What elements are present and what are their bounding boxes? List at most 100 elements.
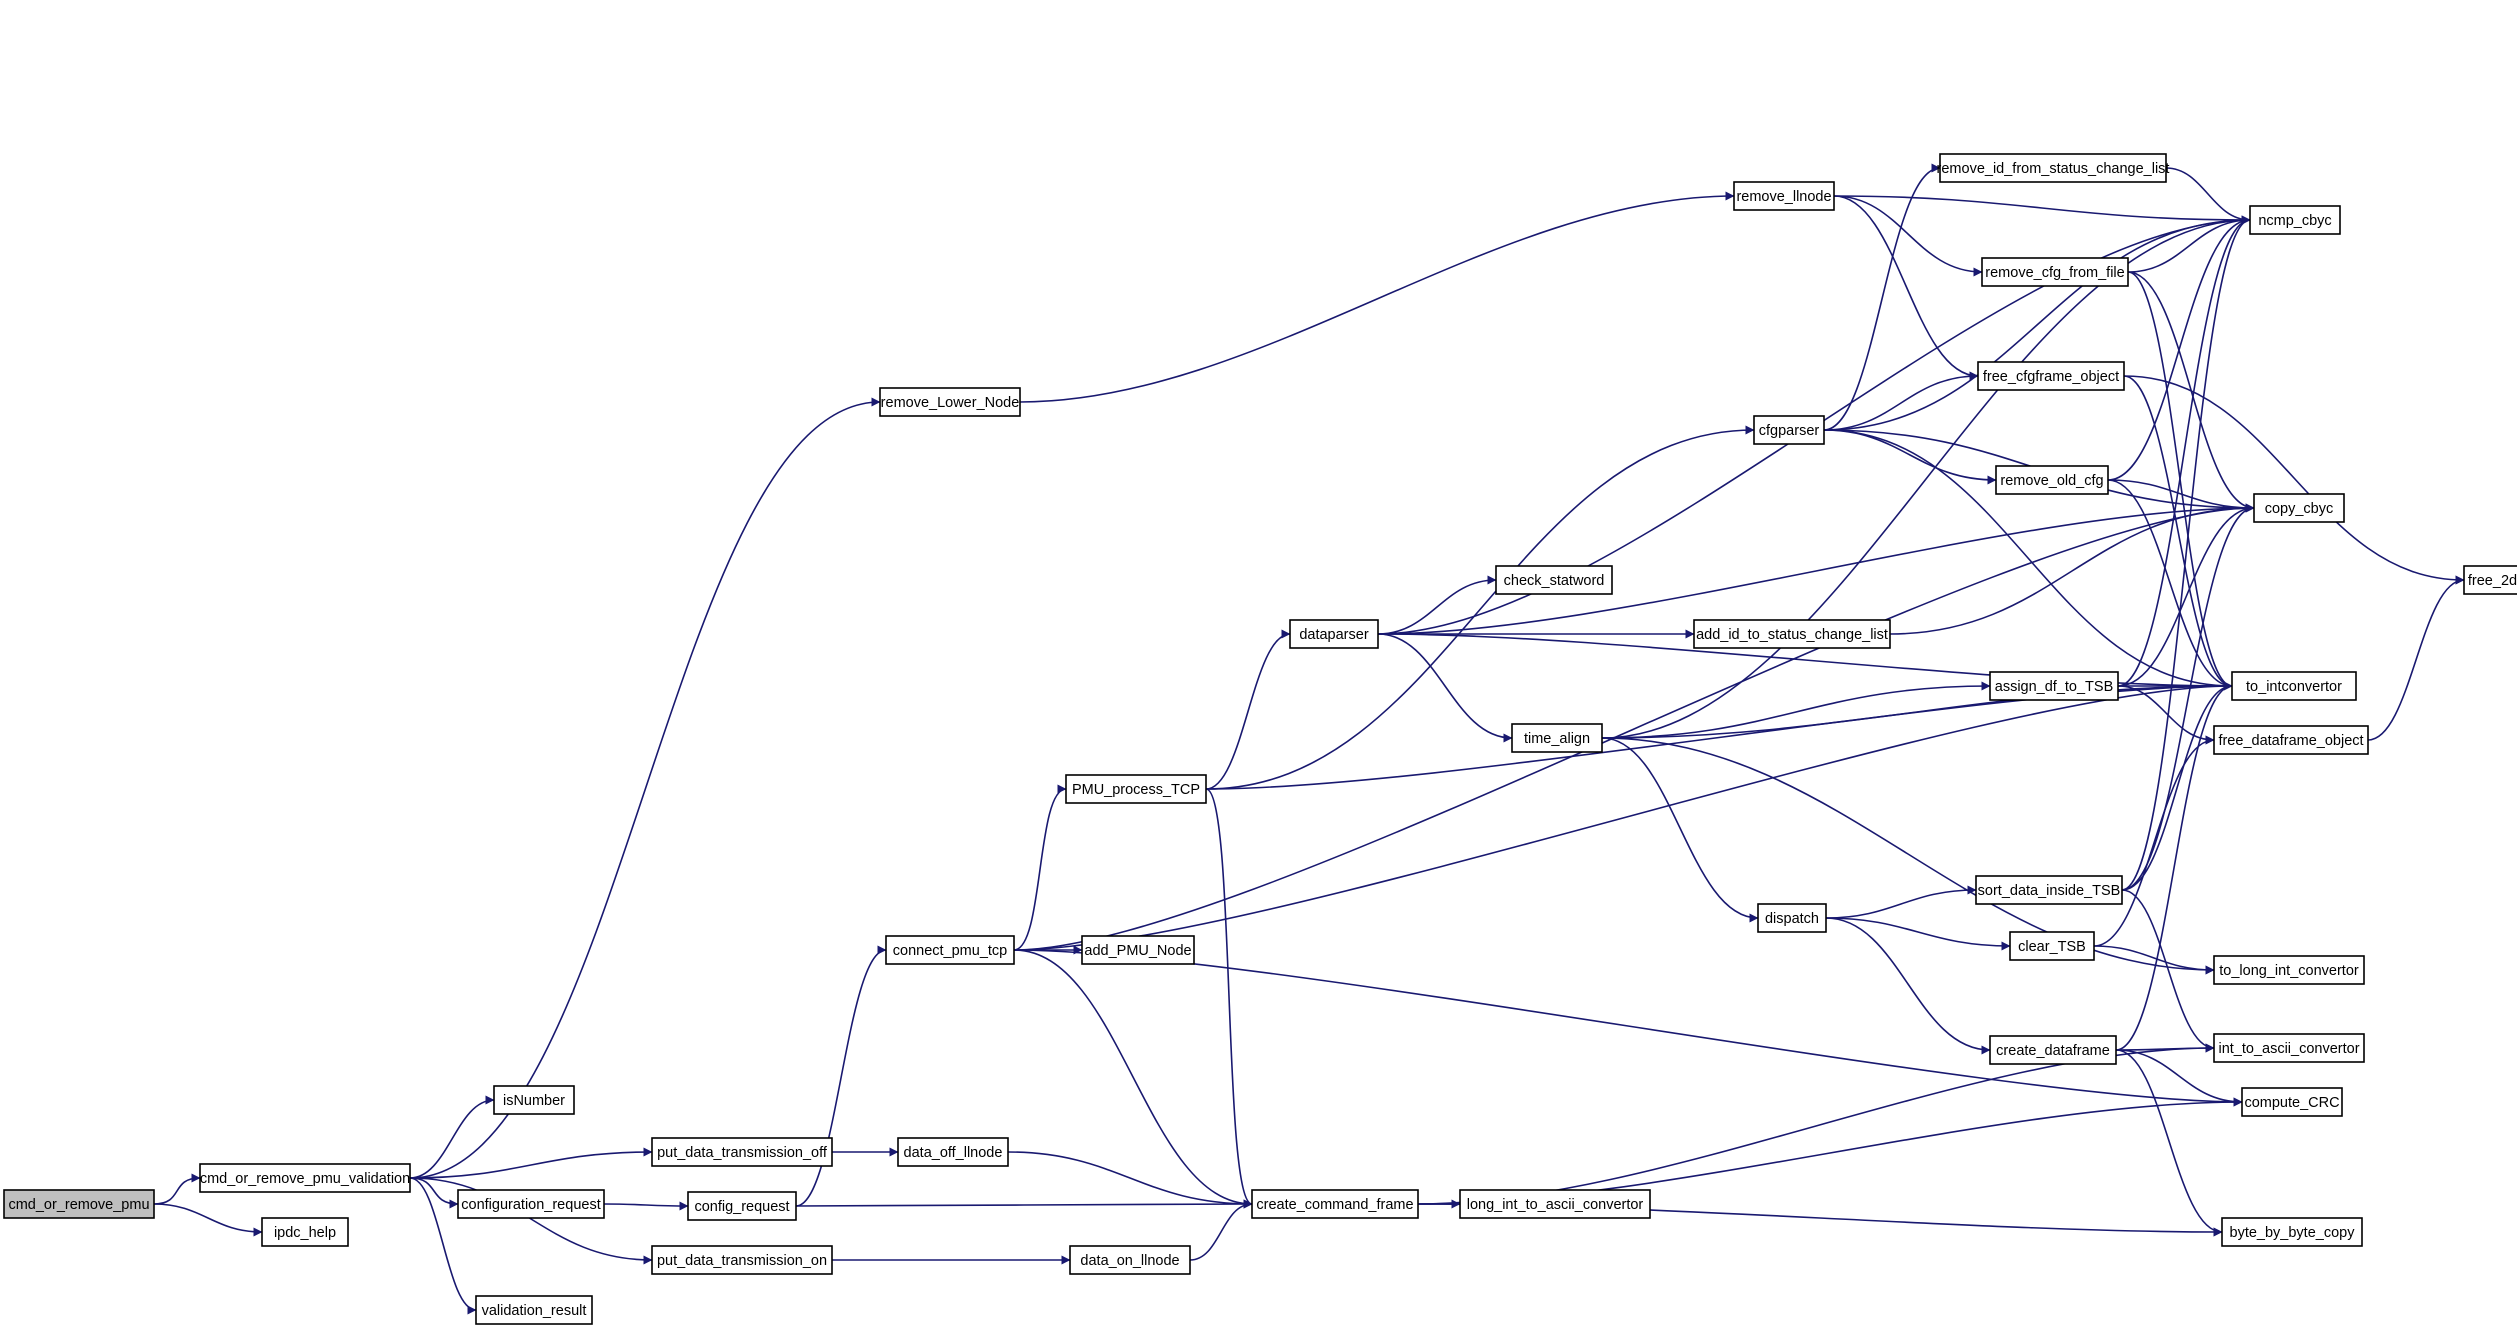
node-box-put_data_transmission_on[interactable] <box>651 1245 833 1275</box>
node-dataparser[interactable]: dataparser <box>1289 619 1379 649</box>
node-config_request[interactable]: config_request <box>687 1191 797 1221</box>
node-box-PMU_process_TCP[interactable] <box>1065 774 1207 804</box>
node-remove_llnode[interactable]: remove_llnode <box>1733 181 1835 211</box>
node-long_int_to_ascii_convertor[interactable]: long_int_to_ascii_convertor <box>1459 1189 1651 1219</box>
node-box-create_dataframe[interactable] <box>1989 1035 2117 1065</box>
node-box-add_PMU_Node[interactable] <box>1081 935 1195 965</box>
node-clear_TSB[interactable]: clear_TSB <box>2009 931 2095 961</box>
node-cmd_or_remove_pmu[interactable]: cmd_or_remove_pmu <box>3 1189 155 1219</box>
node-cmd_or_remove_pmu_validation[interactable]: cmd_or_remove_pmu_validation <box>199 1163 411 1193</box>
node-ipdc_help[interactable]: ipdc_help <box>261 1217 349 1247</box>
node-box-dataparser[interactable] <box>1289 619 1379 649</box>
node-box-remove_Lower_Node[interactable] <box>879 387 1021 417</box>
node-box-remove_id_from_status_change_list[interactable] <box>1939 153 2167 183</box>
node-box-configuration_request[interactable] <box>457 1189 605 1219</box>
node-box-byte_by_byte_copy[interactable] <box>2221 1217 2363 1247</box>
node-remove_Lower_Node[interactable]: remove_Lower_Node <box>879 387 1021 417</box>
node-box-remove_cfg_from_file[interactable] <box>1981 257 2129 287</box>
node-put_data_transmission_on[interactable]: put_data_transmission_on <box>651 1245 833 1275</box>
node-label-create_command_frame: create_command_frame <box>1256 1197 1413 1213</box>
node-label-free_2darray: free_2darray <box>2468 573 2517 589</box>
node-remove_old_cfg[interactable]: remove_old_cfg <box>1995 465 2109 495</box>
node-create_command_frame[interactable]: create_command_frame <box>1251 1189 1419 1219</box>
node-data_off_llnode[interactable]: data_off_llnode <box>897 1137 1009 1167</box>
edge-cmd_or_remove_pmu-to-ipdc_help <box>153 1203 263 1237</box>
node-box-check_statword[interactable] <box>1495 565 1613 595</box>
edges-layer <box>153 163 2465 1315</box>
node-dispatch[interactable]: dispatch <box>1757 903 1827 933</box>
node-assign_df_to_TSB[interactable]: assign_df_to_TSB <box>1989 671 2119 701</box>
node-box-sort_data_inside_TSB[interactable] <box>1975 875 2123 905</box>
node-label-data_on_llnode: data_on_llnode <box>1080 1253 1179 1269</box>
node-label-clear_TSB: clear_TSB <box>2018 939 2086 955</box>
node-create_dataframe[interactable]: create_dataframe <box>1989 1035 2117 1065</box>
edge-remove_old_cfg-to-ncmp_cbyc <box>2107 215 2251 481</box>
node-box-free_2darray[interactable] <box>2463 565 2517 595</box>
node-int_to_ascii_convertor[interactable]: int_to_ascii_convertor <box>2213 1033 2365 1063</box>
node-configuration_request[interactable]: configuration_request <box>457 1189 605 1219</box>
node-cfgparser[interactable]: cfgparser <box>1753 415 1825 445</box>
edge-cmd_or_remove_pmu_validation-to-put_data_transmission_off <box>409 1147 653 1179</box>
node-box-free_cfgframe_object[interactable] <box>1977 361 2125 391</box>
node-box-cfgparser[interactable] <box>1753 415 1825 445</box>
node-box-connect_pmu_tcp[interactable] <box>885 935 1015 965</box>
node-free_dataframe_object[interactable]: free_dataframe_object <box>2213 725 2369 755</box>
node-add_PMU_Node[interactable]: add_PMU_Node <box>1081 935 1195 965</box>
edge-add_id_to_status_change_list-to-copy_cbyc <box>1889 503 2255 635</box>
node-remove_id_from_status_change_list[interactable]: remove_id_from_status_change_list <box>1937 153 2170 183</box>
node-free_cfgframe_object[interactable]: free_cfgframe_object <box>1977 361 2125 391</box>
node-connect_pmu_tcp[interactable]: connect_pmu_tcp <box>885 935 1015 965</box>
node-byte_by_byte_copy[interactable]: byte_by_byte_copy <box>2221 1217 2363 1247</box>
node-box-int_to_ascii_convertor[interactable] <box>2213 1033 2365 1063</box>
node-ncmp_cbyc[interactable]: ncmp_cbyc <box>2249 205 2341 235</box>
node-box-ncmp_cbyc[interactable] <box>2249 205 2341 235</box>
node-box-add_id_to_status_change_list[interactable] <box>1693 619 1891 649</box>
node-free_2darray[interactable]: free_2darray <box>2463 565 2517 595</box>
node-put_data_transmission_off[interactable]: put_data_transmission_off <box>651 1137 833 1167</box>
node-box-dispatch[interactable] <box>1757 903 1827 933</box>
node-box-time_align[interactable] <box>1511 723 1603 753</box>
node-to_long_int_convertor[interactable]: to_long_int_convertor <box>2213 955 2365 985</box>
node-time_align[interactable]: time_align <box>1511 723 1603 753</box>
node-compute_CRC[interactable]: compute_CRC <box>2241 1087 2343 1117</box>
node-label-free_dataframe_object: free_dataframe_object <box>2218 733 2363 749</box>
edge-dataparser-to-copy_cbyc <box>1377 503 2255 635</box>
node-sort_data_inside_TSB[interactable]: sort_data_inside_TSB <box>1975 875 2123 905</box>
node-box-long_int_to_ascii_convertor[interactable] <box>1459 1189 1651 1219</box>
node-box-compute_CRC[interactable] <box>2241 1087 2343 1117</box>
node-box-data_off_llnode[interactable] <box>897 1137 1009 1167</box>
edge-create_command_frame-to-compute_CRC <box>1417 1097 2243 1205</box>
node-box-to_intconvertor[interactable] <box>2231 671 2357 701</box>
node-label-time_align: time_align <box>1524 731 1590 747</box>
node-label-compute_CRC: compute_CRC <box>2244 1095 2339 1111</box>
node-box-assign_df_to_TSB[interactable] <box>1989 671 2119 701</box>
node-remove_cfg_from_file[interactable]: remove_cfg_from_file <box>1981 257 2129 287</box>
node-box-cmd_or_remove_pmu_validation[interactable] <box>199 1163 411 1193</box>
edge-assign_df_to_TSB-to-ncmp_cbyc <box>2117 215 2251 687</box>
node-PMU_process_TCP[interactable]: PMU_process_TCP <box>1065 774 1207 804</box>
node-copy_cbyc[interactable]: copy_cbyc <box>2253 493 2345 523</box>
node-box-to_long_int_convertor[interactable] <box>2213 955 2365 985</box>
node-box-copy_cbyc[interactable] <box>2253 493 2345 523</box>
node-validation_result[interactable]: validation_result <box>475 1295 593 1325</box>
node-to_intconvertor[interactable]: to_intconvertor <box>2231 671 2357 701</box>
node-data_on_llnode[interactable]: data_on_llnode <box>1069 1245 1191 1275</box>
edge-cmd_or_remove_pmu_validation-to-put_data_transmission_on <box>409 1177 653 1265</box>
node-add_id_to_status_change_list[interactable]: add_id_to_status_change_list <box>1693 619 1891 649</box>
node-isNumber[interactable]: isNumber <box>493 1085 575 1115</box>
node-box-create_command_frame[interactable] <box>1251 1189 1419 1219</box>
node-box-clear_TSB[interactable] <box>2009 931 2095 961</box>
node-box-ipdc_help[interactable] <box>261 1217 349 1247</box>
node-label-dataparser: dataparser <box>1299 627 1368 643</box>
node-box-remove_old_cfg[interactable] <box>1995 465 2109 495</box>
node-check_statword[interactable]: check_statword <box>1495 565 1613 595</box>
node-box-put_data_transmission_off[interactable] <box>651 1137 833 1167</box>
edge-free_cfgframe_object-to-to_intconvertor <box>2123 375 2233 691</box>
node-box-validation_result[interactable] <box>475 1295 593 1325</box>
node-box-config_request[interactable] <box>687 1191 797 1221</box>
node-box-remove_llnode[interactable] <box>1733 181 1835 211</box>
node-box-free_dataframe_object[interactable] <box>2213 725 2369 755</box>
node-box-isNumber[interactable] <box>493 1085 575 1115</box>
node-box-cmd_or_remove_pmu[interactable] <box>3 1189 155 1219</box>
node-box-data_on_llnode[interactable] <box>1069 1245 1191 1275</box>
